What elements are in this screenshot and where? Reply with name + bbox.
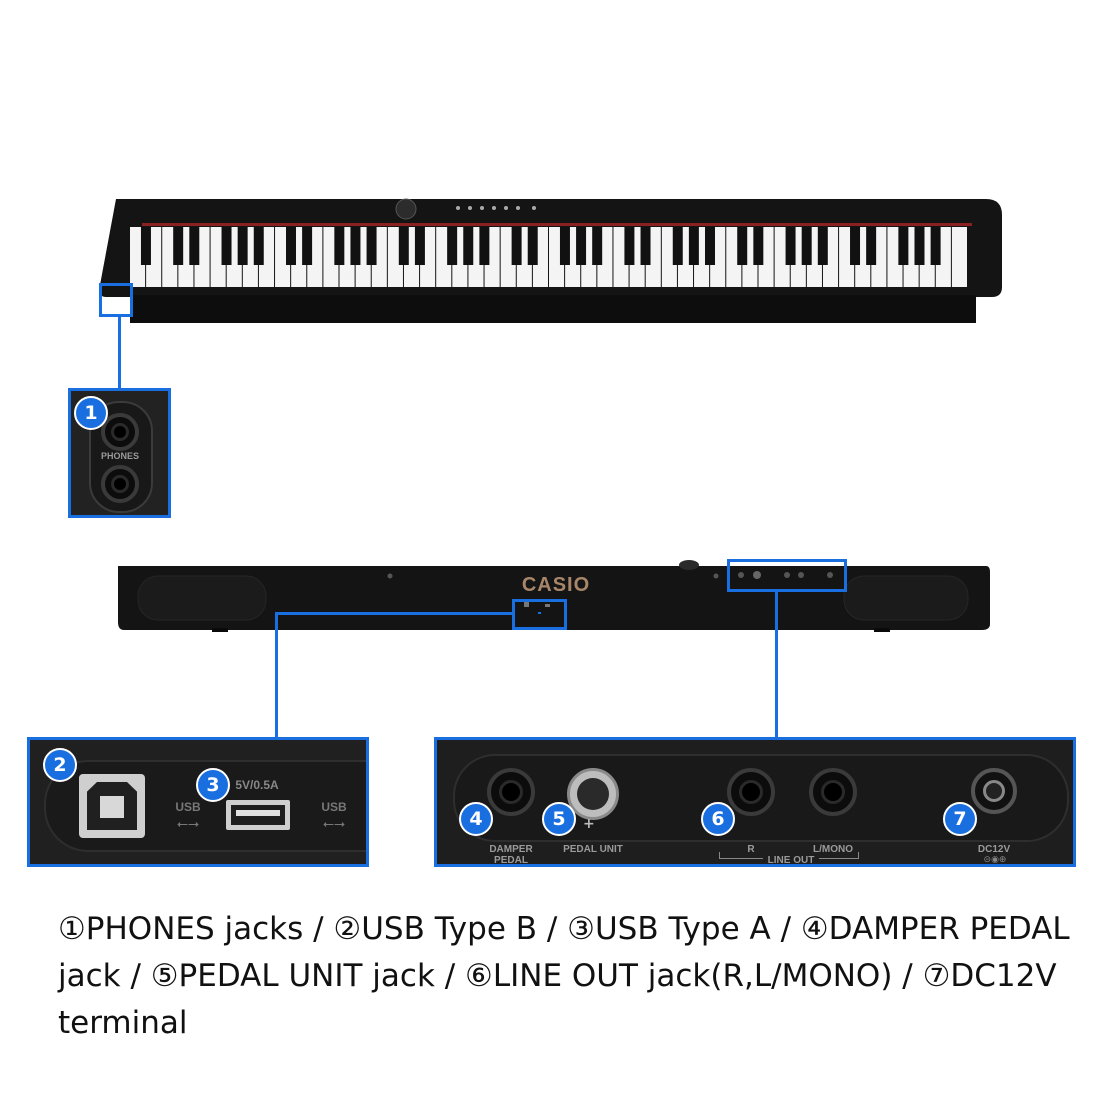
damper-pedal-jack-hole xyxy=(499,780,523,804)
usb-detail-panel: USB ⭠⭢ 5V/0.5A USB ⭠⭢ xyxy=(27,737,369,867)
usb-symbol-icon: ⭠⭢ xyxy=(176,816,200,832)
black-key xyxy=(479,227,490,265)
rear-jacks-location-marker xyxy=(727,559,847,592)
callout-line-usb-v1 xyxy=(538,612,541,614)
black-key xyxy=(914,227,925,265)
usb-label-2: USB xyxy=(321,800,347,814)
pedal-unit-jack-socket xyxy=(577,778,609,810)
black-key xyxy=(850,227,861,265)
black-key xyxy=(527,227,538,265)
black-key xyxy=(704,227,715,265)
callout-badge-6: 6 xyxy=(701,802,735,836)
brand-logo: CASIO xyxy=(521,574,591,596)
phones-label: PHONES xyxy=(100,451,139,461)
callout-badge-4: 4 xyxy=(459,802,493,836)
black-key xyxy=(366,227,377,265)
black-key xyxy=(576,227,587,265)
black-key xyxy=(447,227,458,265)
white-key xyxy=(951,227,967,287)
black-key xyxy=(414,227,425,265)
dc12v-terminal-pin xyxy=(983,780,1005,802)
plus-icon: + xyxy=(583,816,595,832)
black-key xyxy=(930,227,941,265)
black-key xyxy=(221,227,232,265)
black-key xyxy=(640,227,651,265)
line-out-r-label: R xyxy=(747,844,755,855)
black-key xyxy=(866,227,877,265)
line-out-l-mono-label: L/MONO xyxy=(813,844,853,855)
black-key xyxy=(189,227,200,265)
black-key xyxy=(559,227,570,265)
usb-a-rating: 5V/0.5A xyxy=(235,778,279,792)
black-keys xyxy=(140,227,941,265)
callout-line-usb-h xyxy=(275,612,514,615)
black-key xyxy=(737,227,748,265)
black-key xyxy=(463,227,474,265)
damper-pedal-label: DAMPER PEDAL xyxy=(489,844,533,866)
callout-badge-2: 2 xyxy=(43,748,77,782)
pedal-unit-label: PEDAL UNIT xyxy=(563,844,623,855)
black-key xyxy=(624,227,635,265)
dc-polarity-icon: ⊝◉⊕ xyxy=(983,855,1007,865)
black-key xyxy=(302,227,313,265)
phones-jack-2 xyxy=(101,465,139,503)
usb-label-1: USB xyxy=(175,800,201,814)
phones-jack-1-hole xyxy=(111,423,129,441)
callout-line-usb-v2 xyxy=(275,612,278,738)
black-key xyxy=(237,227,248,265)
usb-symbol-icon-2: ⭠⭢ xyxy=(322,816,346,832)
black-key xyxy=(785,227,796,265)
black-key xyxy=(334,227,345,265)
black-key xyxy=(140,227,151,265)
callout-line-1 xyxy=(118,317,121,390)
caption: ①PHONES jacks / ②USB Type B / ③USB Type … xyxy=(58,911,1070,1041)
usb-a-port-tongue xyxy=(236,810,280,816)
phones-location-marker xyxy=(99,283,133,317)
black-key xyxy=(672,227,683,265)
black-key xyxy=(350,227,361,265)
black-key xyxy=(253,227,264,265)
black-key xyxy=(753,227,764,265)
piano-front-view xyxy=(96,195,1006,325)
black-key xyxy=(688,227,699,265)
rear-jacks-detail-panel: + DAMPER PEDAL PEDAL UNIT R L/MONO LINE … xyxy=(434,737,1076,867)
black-key xyxy=(511,227,522,265)
black-key xyxy=(817,227,828,265)
phones-jack-2-hole xyxy=(111,475,129,493)
black-key xyxy=(801,227,812,265)
black-key xyxy=(898,227,909,265)
dc12v-label: DC12V xyxy=(977,844,1011,855)
line-out-r-jack-hole xyxy=(739,780,763,804)
black-key xyxy=(592,227,603,265)
black-key xyxy=(173,227,184,265)
usb-b-port-tongue xyxy=(100,796,124,818)
black-key xyxy=(398,227,409,265)
callout-badge-3: 3 xyxy=(196,768,230,802)
callout-badge-5: 5 xyxy=(542,802,576,836)
usb-location-marker xyxy=(512,599,567,630)
line-out-l-jack-hole xyxy=(821,780,845,804)
black-key xyxy=(285,227,296,265)
line-out-label: LINE OUT xyxy=(763,855,819,864)
piano-front-illustration xyxy=(99,198,1003,323)
callout-badge-1: 1 xyxy=(74,396,108,430)
callout-badge-7: 7 xyxy=(943,802,977,836)
callout-line-rear-v xyxy=(775,590,778,738)
